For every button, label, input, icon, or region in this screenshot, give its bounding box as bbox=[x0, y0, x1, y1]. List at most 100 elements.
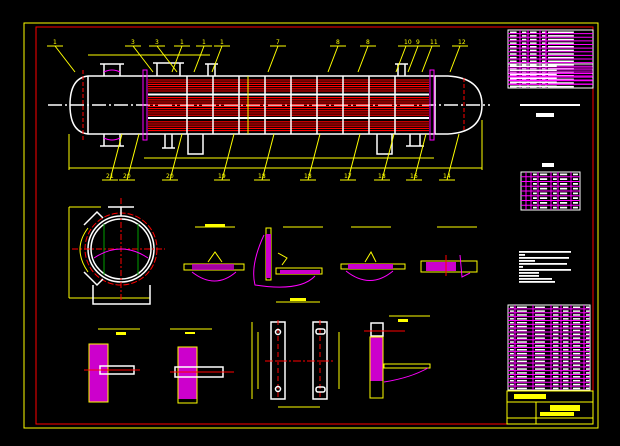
table-cell-text bbox=[586, 337, 590, 339]
part-number-label: 9 bbox=[416, 39, 420, 46]
part-number-label: 1 bbox=[180, 39, 184, 46]
table-cell-text bbox=[530, 56, 537, 59]
table-cell-text bbox=[573, 183, 578, 185]
table-cell-text bbox=[573, 197, 578, 199]
part-number-label: 12 bbox=[458, 39, 466, 46]
table-cell-text bbox=[522, 38, 527, 41]
tube-bundle bbox=[148, 79, 429, 132]
leader-line bbox=[221, 133, 235, 181]
table-cell-text bbox=[510, 77, 557, 79]
table-cell-text bbox=[573, 356, 581, 359]
table-cell-text bbox=[573, 345, 581, 347]
table-cell-text bbox=[563, 379, 569, 382]
leader-line bbox=[126, 133, 140, 181]
table-cell-text bbox=[573, 187, 578, 190]
table-cell-text bbox=[563, 345, 569, 347]
table-cell-text bbox=[517, 325, 527, 328]
nozzles bbox=[100, 62, 424, 149]
outer-frame bbox=[23, 22, 599, 429]
note-line bbox=[519, 266, 523, 268]
left-tubesheet bbox=[142, 69, 148, 141]
table-cell-text bbox=[510, 379, 514, 382]
leader-line bbox=[261, 133, 275, 181]
table-cell-text bbox=[510, 337, 514, 339]
part-number-label: 3 bbox=[131, 39, 135, 46]
table-cell-text bbox=[573, 306, 581, 308]
table-cell-text bbox=[553, 314, 559, 316]
table-cell-text bbox=[510, 352, 514, 355]
table-cell-text bbox=[563, 321, 569, 324]
table-cell-text bbox=[535, 329, 545, 332]
part-number-label: 1 bbox=[220, 39, 224, 46]
table-cell-text bbox=[522, 53, 527, 55]
table-cell-text bbox=[573, 178, 578, 180]
table-cell-text bbox=[548, 60, 574, 62]
table-cell-text bbox=[510, 372, 514, 374]
table-cell-text bbox=[573, 337, 581, 339]
table-cell-text bbox=[553, 376, 559, 378]
leader-line bbox=[421, 45, 433, 73]
table-cell-text bbox=[517, 314, 527, 316]
table-cell-text bbox=[563, 368, 569, 370]
tie-rod bbox=[148, 93, 429, 96]
table-cell-text bbox=[540, 192, 548, 195]
table-cell-text bbox=[586, 314, 590, 316]
table-cell-text bbox=[553, 356, 559, 359]
table-cell-text bbox=[548, 53, 574, 55]
table-cell-text bbox=[510, 85, 557, 87]
table-cell-text bbox=[553, 197, 557, 199]
note-line bbox=[519, 278, 552, 280]
leader-line bbox=[307, 133, 321, 181]
shell-outline bbox=[69, 75, 483, 135]
part-number-label: 19 bbox=[218, 173, 226, 180]
table-cell-text bbox=[530, 46, 537, 48]
table-cell-text bbox=[540, 197, 548, 199]
table-cell-text bbox=[522, 46, 527, 48]
note-line bbox=[519, 275, 539, 277]
table-cell-text bbox=[553, 333, 559, 336]
parts-list-table bbox=[507, 304, 591, 391]
part-number-label: 10 bbox=[404, 39, 412, 46]
table-cell-text bbox=[542, 78, 546, 81]
table-cell-text bbox=[553, 318, 559, 320]
table-cell-text bbox=[522, 78, 527, 81]
table-cell-text bbox=[560, 173, 568, 176]
nozzle-top-mid bbox=[153, 62, 184, 76]
table-cell-text bbox=[563, 333, 569, 336]
table-cell-text bbox=[553, 349, 559, 351]
table-cell-text bbox=[510, 78, 517, 81]
table-cell-text bbox=[586, 341, 590, 343]
table-cell-text bbox=[548, 35, 574, 37]
table-cell-text bbox=[573, 379, 581, 382]
table-cell-text bbox=[553, 387, 559, 390]
part-number-label: 1 bbox=[53, 39, 57, 46]
table-cell-text bbox=[553, 345, 559, 347]
table-cell-text bbox=[542, 46, 546, 48]
table-cell-text bbox=[517, 379, 527, 382]
table-cell-text bbox=[586, 333, 590, 336]
table-cell-text bbox=[573, 364, 581, 366]
table-cell-text bbox=[517, 318, 527, 320]
table-cell-text bbox=[548, 31, 574, 33]
table-cell-text bbox=[553, 372, 559, 374]
table-cell-text bbox=[510, 314, 514, 316]
table-cell-text bbox=[510, 35, 517, 37]
table-cell-text bbox=[535, 321, 545, 324]
table-cell-text bbox=[542, 60, 546, 62]
part-number-label: 8 bbox=[366, 39, 370, 46]
table-cell-text bbox=[517, 360, 527, 363]
table-cell-text bbox=[586, 318, 590, 320]
table-cell-text bbox=[553, 379, 559, 382]
table-cell-text bbox=[535, 310, 545, 312]
leader-line bbox=[54, 45, 76, 73]
table-cell-text bbox=[535, 306, 545, 308]
table-cell-text bbox=[510, 49, 517, 52]
nozzle-weld-bottom bbox=[103, 137, 121, 141]
table-cell-text bbox=[530, 42, 537, 44]
table-cell-text bbox=[563, 306, 569, 308]
table-cell-text bbox=[563, 360, 569, 363]
table-cell-text bbox=[542, 56, 546, 59]
divider bbox=[520, 104, 580, 106]
